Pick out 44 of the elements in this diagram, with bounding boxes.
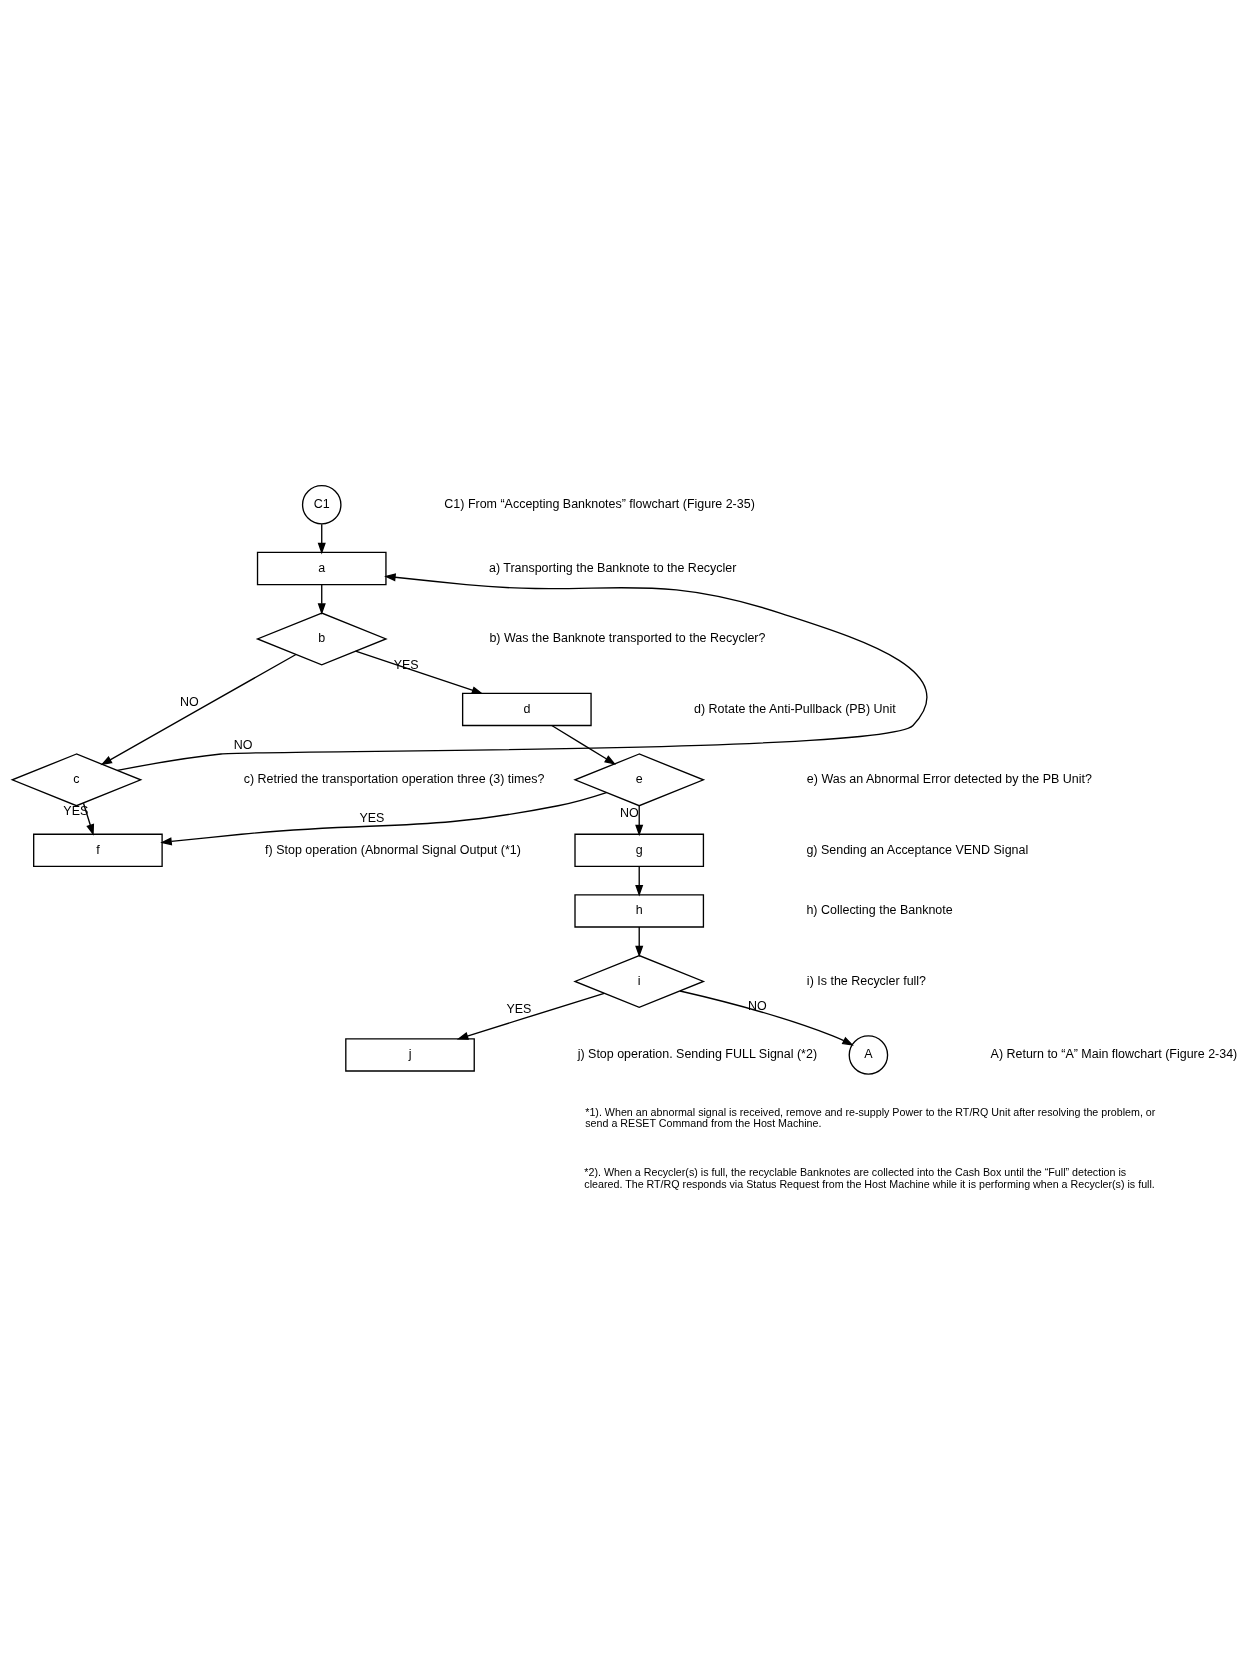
- arrow: [100, 653, 297, 765]
- label: *2). When a Recycler(s) is full, the recyclable Banknotes are collected into the Cash Box until the “Full” detection is cleared. The RT/RQ responds via Status Request from the Host Machine while it is performing when a Recycler(s) is full.: [584, 1165, 1155, 1190]
- arrow: [679, 989, 854, 1046]
- arrow: [354, 650, 484, 694]
- node-box: f: [33, 833, 163, 867]
- node-box: g: [574, 833, 705, 867]
- arrow: [635, 804, 644, 836]
- label: e) Was an Abnormal Error detected by the PB Unit?: [806, 771, 1092, 786]
- label: f) Stop operation (Abnormal Signal Output (*1): [265, 842, 521, 857]
- label: b) Was the Banknote transported to the Recycler?: [489, 630, 766, 645]
- node-circle: A: [848, 1034, 889, 1075]
- node-box: j: [345, 1037, 475, 1072]
- node-box: a: [256, 551, 387, 585]
- node-diamond: i: [573, 954, 706, 1008]
- arrow: [116, 572, 928, 771]
- edge-label: NO: [233, 737, 253, 752]
- arrow: [317, 583, 326, 615]
- edge-label: YES: [393, 657, 419, 672]
- node-circle: C1: [301, 484, 342, 525]
- label: i) Is the Recycler full?: [806, 973, 927, 988]
- label: g) Sending an Acceptance VEND Signal: [806, 842, 1029, 857]
- node-box: d: [461, 692, 592, 726]
- arrow: [160, 791, 608, 845]
- node-diamond: b: [255, 611, 388, 666]
- label: h) Collecting the Banknote: [806, 902, 953, 917]
- edge-label: NO: [748, 998, 767, 1013]
- edge-label: NO: [620, 805, 639, 820]
- label: *1). When an abnormal signal is received, remove and re-supply Power to the RT/RQ Unit after resolving the problem, or send a RESET Command from the Host Machine.: [585, 1105, 1156, 1129]
- label: c) Retried the transportation operation three (3) times?: [243, 771, 545, 786]
- arrow: [635, 865, 644, 897]
- edge-label: YES: [506, 1001, 532, 1016]
- arrow: [317, 523, 326, 554]
- node-box: h: [574, 893, 705, 928]
- arrow: [82, 802, 95, 836]
- label: A) Return to “A” Main flowchart (Figure 2-34): [990, 1046, 1238, 1061]
- label: C1) From “Accepting Banknotes” flowchart (Figure 2-35): [444, 496, 755, 511]
- edge-label: YES: [359, 810, 385, 825]
- arrow: [635, 925, 644, 957]
- arrow: [456, 992, 605, 1040]
- label: a) Transporting the Banknote to the Recycler: [488, 560, 737, 575]
- arrow: [551, 724, 617, 765]
- label: j) Stop operation. Sending FULL Signal (*2): [577, 1046, 818, 1061]
- edge-label: NO: [180, 694, 199, 709]
- label: d) Rotate the Anti-Pullback (PB) Unit: [694, 701, 896, 716]
